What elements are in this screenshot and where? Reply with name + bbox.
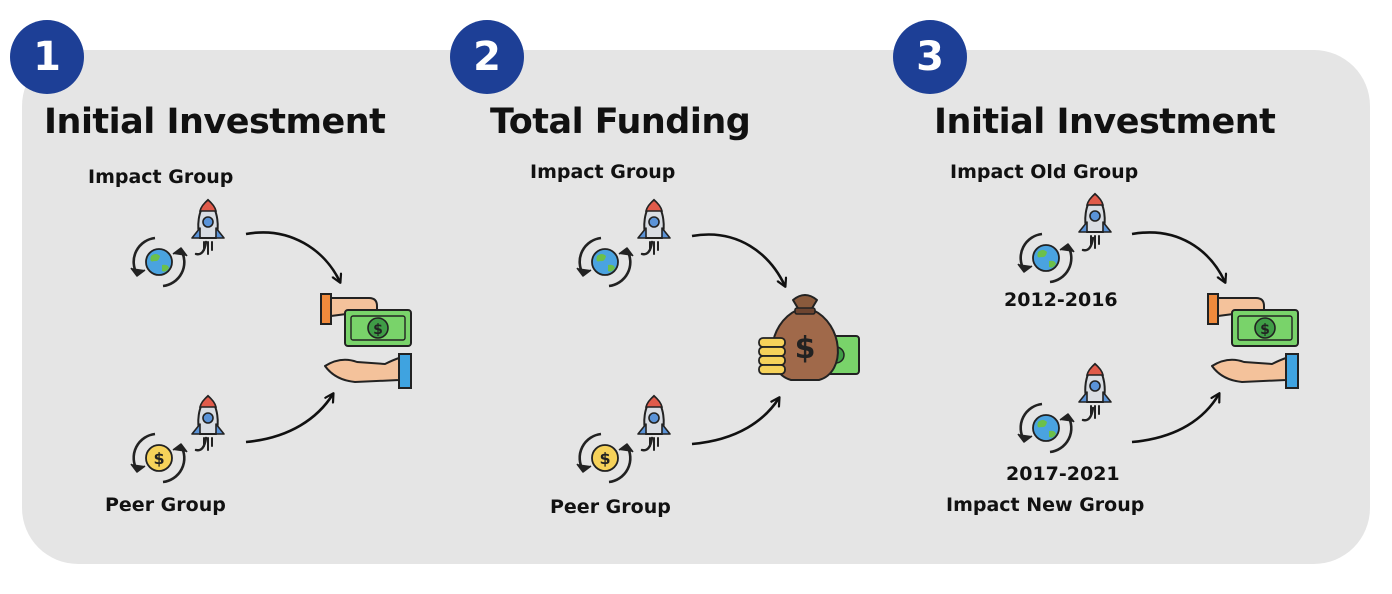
years-label-new: 2017-2021 <box>1006 463 1120 485</box>
impact-new-group-label: Impact New Group <box>946 494 1145 516</box>
globe-cycle-icon <box>1018 234 1074 282</box>
section-title-3: Initial Investment <box>934 102 1276 142</box>
money-bag-icon <box>758 294 860 381</box>
section-title-1: Initial Investment <box>44 102 386 142</box>
arrow-bottom <box>1131 394 1219 444</box>
step-badge-2: 2 <box>450 20 524 94</box>
impact-group-label: Impact Group <box>88 166 234 188</box>
diagram-panel <box>22 50 1370 564</box>
rocket-icon <box>1078 193 1112 249</box>
step-badge-1: 1 <box>10 20 84 94</box>
rocket-icon <box>1078 363 1112 419</box>
arrow-top <box>1131 231 1225 282</box>
dollar-cycle-icon <box>577 434 633 482</box>
rocket-icon <box>191 395 225 451</box>
years-label-old: 2012-2016 <box>1004 289 1118 311</box>
rocket-icon <box>191 199 225 255</box>
globe-cycle-icon <box>131 238 187 286</box>
arrow-top <box>245 231 340 282</box>
dollar-cycle-icon <box>131 434 187 482</box>
peer-group-label: Peer Group <box>105 494 226 516</box>
globe-cycle-icon <box>1018 404 1074 452</box>
hands-exchanging-money-icon <box>1207 293 1299 389</box>
globe-cycle-icon <box>577 238 633 286</box>
hands-exchanging-money-icon <box>320 293 412 389</box>
section-title-2: Total Funding <box>490 102 751 142</box>
rocket-icon <box>637 199 671 255</box>
arrow-bottom <box>245 394 333 444</box>
arrow-top <box>691 233 785 286</box>
step-badge-3: 3 <box>893 20 967 94</box>
rocket-icon <box>637 395 671 451</box>
peer-group-label: Peer Group <box>550 496 671 518</box>
impact-group-label: Impact Group <box>530 161 676 183</box>
impact-old-group-label: Impact Old Group <box>950 161 1139 183</box>
arrow-bottom <box>691 398 779 446</box>
